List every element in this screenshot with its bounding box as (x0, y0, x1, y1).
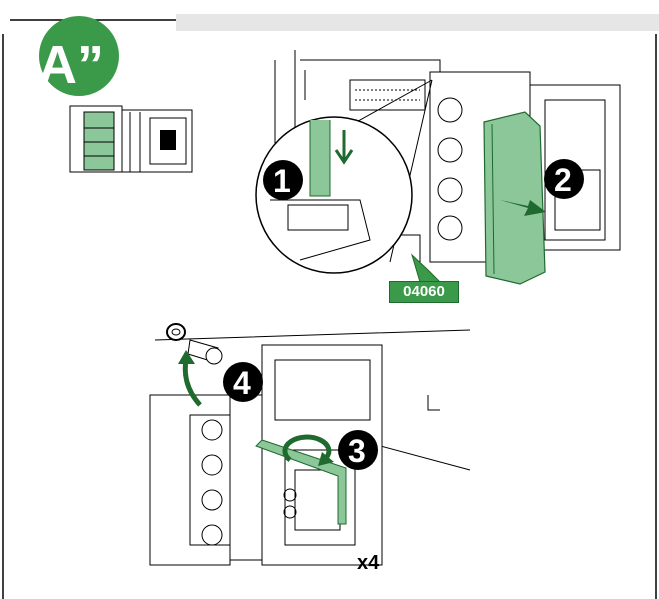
lift-arrowhead (178, 350, 195, 364)
green-cover (483, 111, 546, 285)
screw-washer (166, 323, 223, 365)
lift-arrow (182, 359, 202, 407)
quantity-label: x4 (357, 552, 380, 574)
breaker-bottom-drawing (149, 329, 471, 566)
magnifier-detail (255, 79, 433, 274)
step-badge-1: 1 (263, 160, 303, 200)
step-badge-3: 3 (338, 430, 378, 470)
rotate-arrowhead (318, 452, 334, 466)
breaker-top-drawing (274, 50, 621, 275)
badge-text: A” (38, 35, 104, 95)
rotate-arrow (282, 434, 332, 462)
thumbnail-breaker (69, 105, 193, 173)
step-4-number: 4 (233, 365, 251, 401)
badge-circle (39, 16, 119, 96)
step-badge-4: 4 (223, 362, 263, 402)
step-2-number: 2 (554, 162, 572, 198)
step-badge-2: 2 (544, 159, 584, 199)
step-1-number: 1 (273, 163, 291, 199)
code-label: 04060 (389, 281, 459, 303)
step-3-number: 3 (348, 433, 366, 469)
header-bar (176, 14, 659, 31)
